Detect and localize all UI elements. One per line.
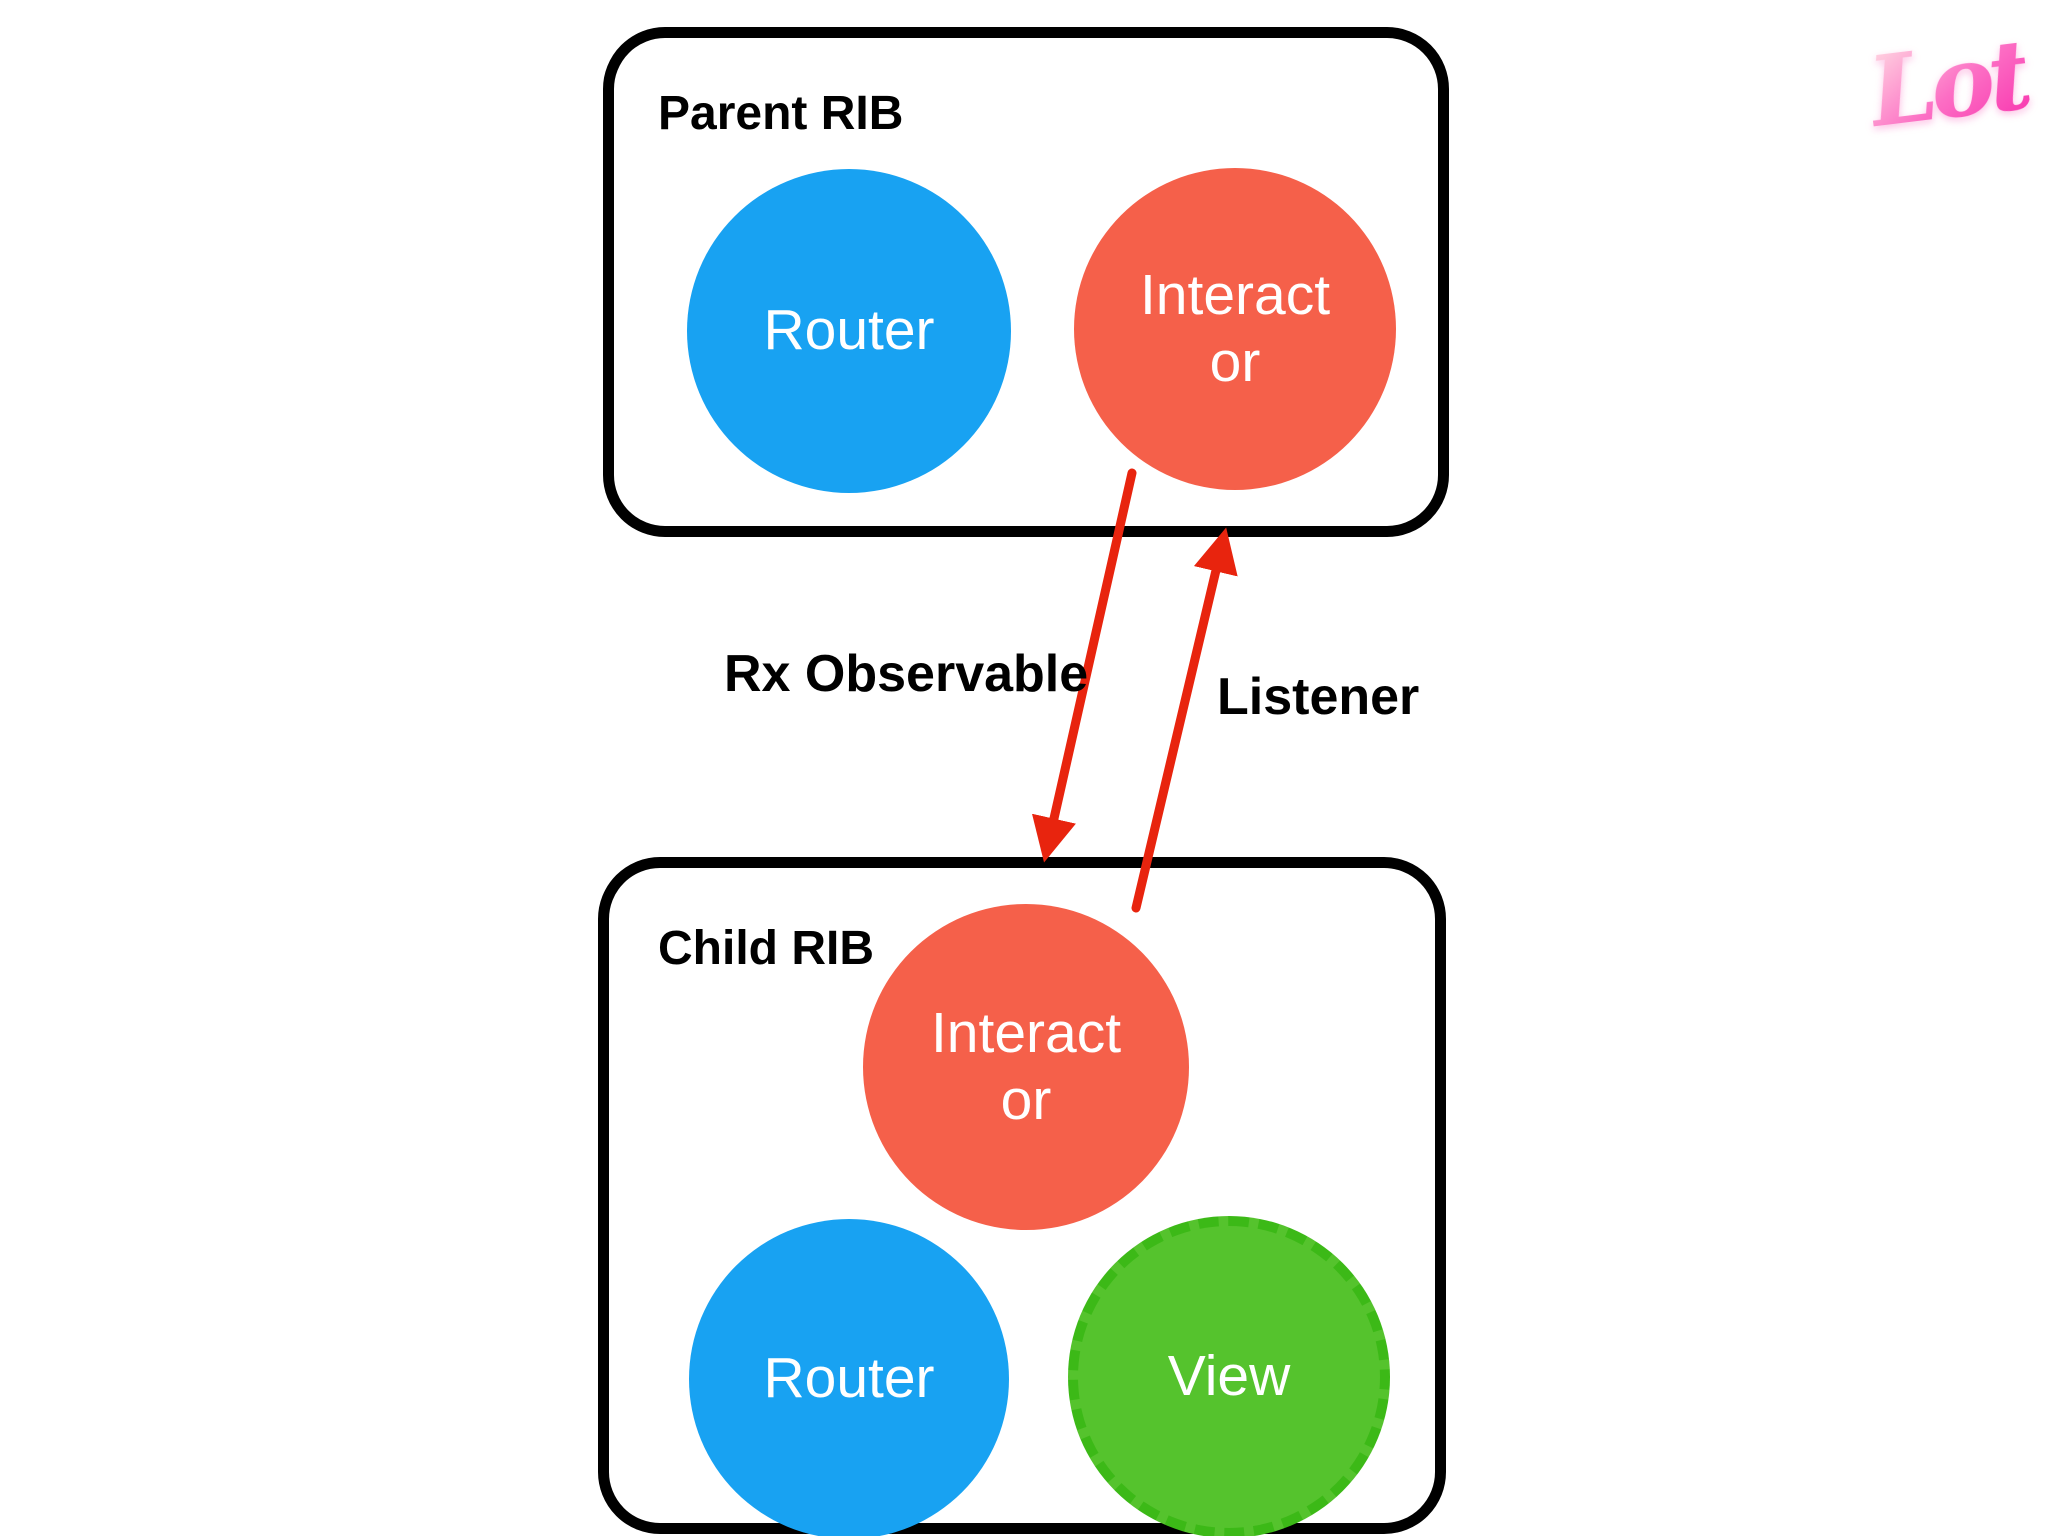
listener-arrow xyxy=(1131,527,1238,913)
node-parent-interactor: Interact or xyxy=(1074,168,1396,490)
parent-rib-label: Parent RIB xyxy=(658,87,904,140)
node-parent-router: Router xyxy=(687,169,1011,493)
child-interactor-label-line1: Interact xyxy=(930,1000,1122,1065)
parent-router-label: Router xyxy=(763,298,935,363)
node-child-interactor: Interact or xyxy=(863,904,1189,1230)
logo-text: Lot xyxy=(1862,17,2034,149)
parent-interactor-label-line1: Interact xyxy=(1139,262,1331,327)
logo: Lot xyxy=(1848,17,2048,149)
child-view-label: View xyxy=(1167,1344,1291,1409)
child-router-label: Router xyxy=(763,1346,935,1411)
child-rib-box: Child RIB Interact or Router View xyxy=(598,857,1446,1536)
parent-rib-box: Parent RIB Router Interact or xyxy=(603,27,1449,537)
child-rib-label: Child RIB xyxy=(658,922,874,975)
node-child-view: View xyxy=(1068,1216,1390,1536)
rx-observable-label: Rx Observable xyxy=(724,645,1089,703)
child-interactor-label-line2: or xyxy=(1000,1068,1052,1132)
node-child-router: Router xyxy=(689,1219,1009,1536)
parent-interactor-label-line2: or xyxy=(1209,330,1261,394)
listener-label: Listener xyxy=(1217,668,1420,726)
